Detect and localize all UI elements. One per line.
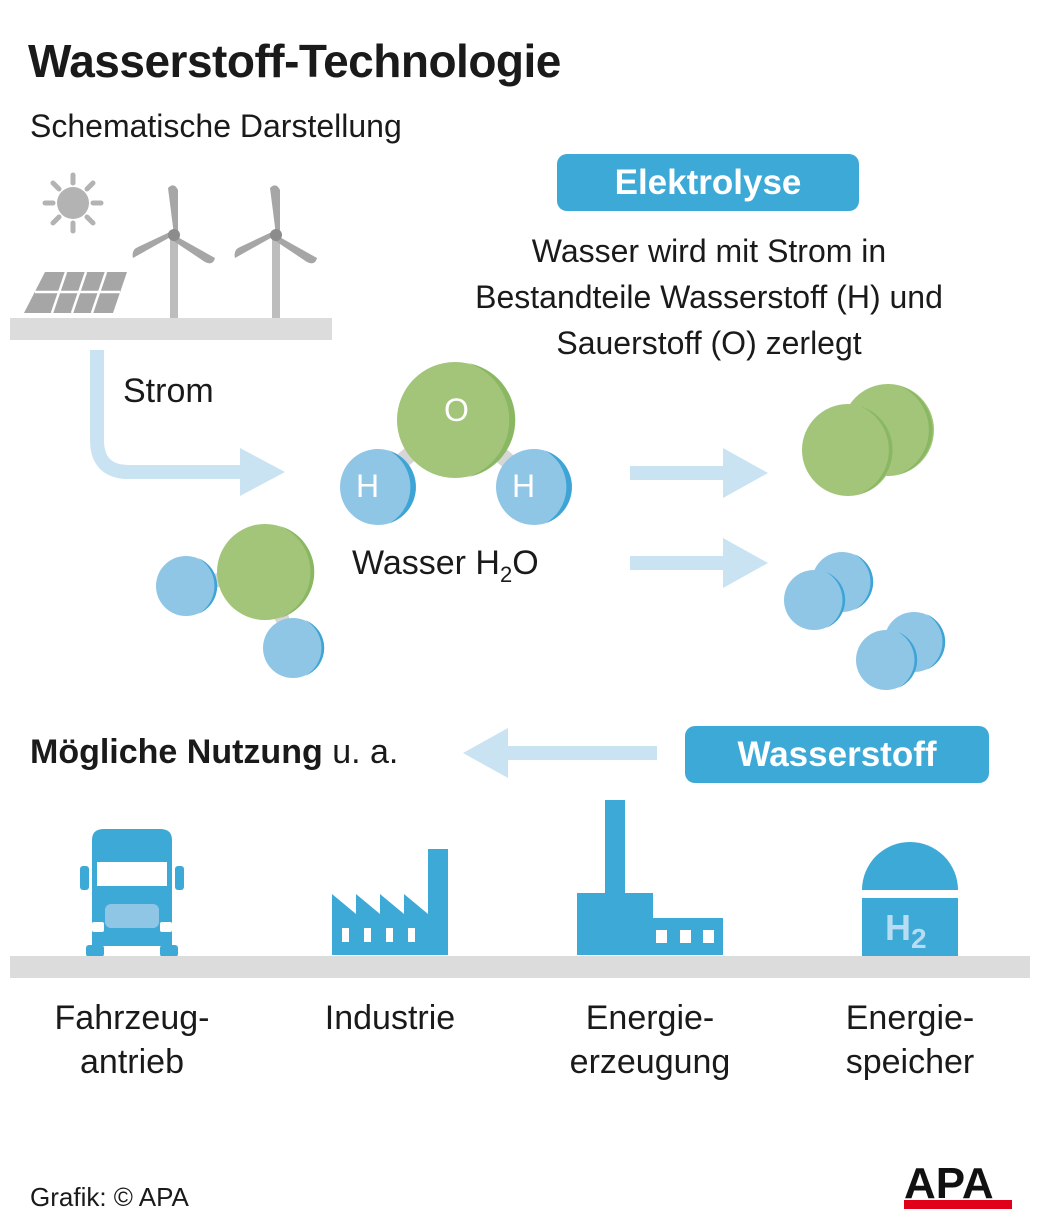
ground-bar <box>10 318 332 340</box>
hydrogen-molecule <box>856 612 946 690</box>
wind-turbine-icon <box>234 185 317 318</box>
electrolysis-description: Wasser wird mit Strom in Bestandteile Wa… <box>420 228 998 366</box>
water-molecule-small <box>156 524 325 678</box>
usage-label-industry: Industrie <box>324 999 456 1037</box>
ground-bar-usage <box>10 956 1030 978</box>
usage-label-energy-storage: Energie-speicher <box>845 999 975 1081</box>
water-molecule <box>340 362 572 525</box>
storage-h2-symbol: H2 <box>885 907 927 954</box>
usage-heading: Mögliche Nutzung u. a. <box>30 733 399 771</box>
oxygen-symbol: O <box>444 392 469 428</box>
hydrogen-symbol: H <box>512 468 535 504</box>
hydrogen-symbol: H <box>356 468 379 504</box>
description-line: Bestandteile Wasserstoff (H) und <box>475 279 943 315</box>
graphic-credit: Grafik: © APA <box>30 1182 189 1212</box>
description-line: Wasser wird mit Strom in <box>531 233 887 269</box>
page-subtitle: Schematische Darstellung <box>30 108 402 144</box>
power-arrow <box>90 350 285 496</box>
wind-turbine-icon <box>132 185 215 318</box>
output-arrow-oxygen <box>630 448 768 498</box>
water-label: Wasser H2O <box>352 544 539 587</box>
power-plant-icon <box>577 800 723 955</box>
power-label: Strom <box>123 372 214 410</box>
apa-logo: APA <box>904 1159 1012 1209</box>
storage-tank-icon <box>862 842 958 956</box>
usage-arrow <box>463 728 657 778</box>
usage-label-vehicle: Fahrzeug-antrieb <box>54 999 210 1081</box>
hydrogen-molecule <box>784 552 874 630</box>
solar-panel-icon <box>24 271 127 314</box>
page-title: Wasserstoff-Technologie <box>28 35 561 87</box>
svg-text:APA: APA <box>904 1159 994 1208</box>
oxygen-molecule <box>802 384 934 496</box>
sun-icon <box>42 172 104 234</box>
description-line: Sauerstoff (O) zerlegt <box>556 325 862 361</box>
truck-icon <box>80 829 184 957</box>
output-arrow-hydrogen <box>630 538 768 588</box>
usage-label-energy-generation: Energie-erzeugung <box>569 999 731 1081</box>
factory-icon <box>332 849 448 955</box>
electrolysis-label: Elektrolyse <box>557 154 859 211</box>
hydrogen-label: Wasserstoff <box>685 726 989 783</box>
